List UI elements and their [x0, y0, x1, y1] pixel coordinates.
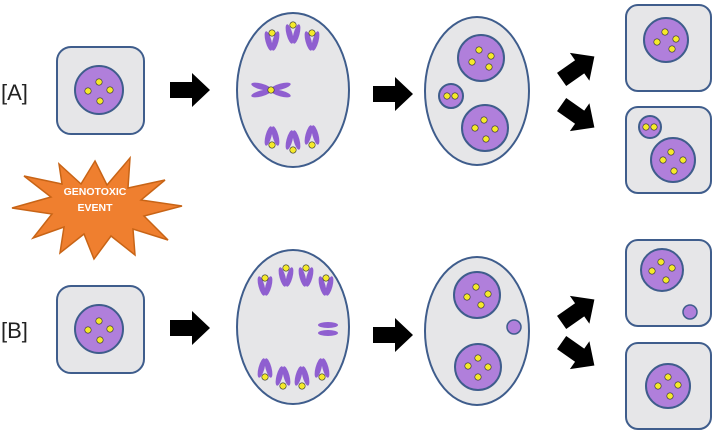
row-a-telophase-cell	[424, 16, 530, 166]
row-a-arrow-2	[373, 77, 413, 111]
genotoxic-event-line2: EVENT	[77, 202, 113, 214]
row-b-anaphase-cell	[236, 249, 350, 405]
row-a-interphase-cell	[56, 46, 145, 135]
row-a-arrow-down	[551, 90, 605, 142]
row-b-interphase-cell	[56, 285, 145, 374]
row-label-a: [A]	[1, 80, 28, 105]
row-label-b: [B]	[1, 318, 28, 343]
row-b-daughter-cell-bottom	[625, 342, 712, 430]
row-b-telophase-cell	[424, 256, 530, 406]
genotoxic-event-line1: GENOTOXIC	[63, 186, 127, 198]
genotoxic-event-label: GENOTOXIC EVENT	[52, 184, 138, 216]
row-a-daughter-cell-bottom	[625, 106, 712, 194]
genotoxic-event-star	[11, 155, 183, 261]
row-a-arrow-up	[551, 42, 605, 94]
row-b-daughter-cell-top	[625, 239, 712, 327]
row-b-arrow-up	[551, 285, 605, 337]
row-a-anaphase-cell	[236, 12, 350, 168]
row-a-daughter-cell-top	[625, 4, 712, 92]
row-b-arrow-2	[373, 318, 413, 352]
row-a-arrow-1	[170, 73, 210, 107]
row-b-arrow-down	[551, 328, 605, 380]
row-b-arrow-1	[170, 311, 210, 345]
